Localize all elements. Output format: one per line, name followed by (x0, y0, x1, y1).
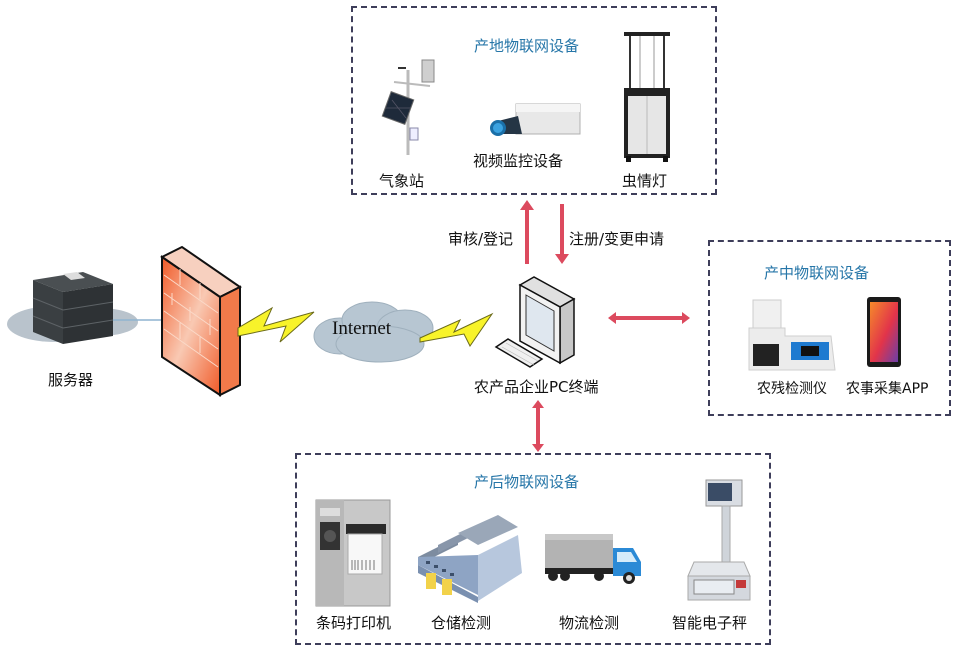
midstream-group-title: 产中物联网设备 (764, 264, 870, 282)
pesticide-detector-icon (748, 299, 836, 371)
weather-station-label: 气象站 (379, 172, 425, 190)
firewall-icon (160, 245, 242, 397)
insect-lamp-label: 虫情灯 (622, 172, 668, 190)
smartphone-app-label: 农事采集APP (846, 381, 929, 397)
warehouse-icon (418, 515, 522, 603)
smartphone-icon (867, 297, 901, 367)
cloud-icon (313, 301, 434, 363)
audit-register-label: 审核/登记 (448, 230, 514, 248)
camera-label: 视频监控设备 (473, 152, 564, 170)
pc-terminal-label: 农产品企业PC终端 (474, 378, 599, 396)
origin-iot-group (351, 6, 717, 195)
arrow-up (520, 200, 534, 264)
register-change-request-label: 注册/变更申请 (569, 230, 665, 248)
lightning-link-icon (419, 312, 494, 347)
insect-lamp-icon (624, 32, 670, 162)
barcode-printer-label: 条码打印机 (316, 614, 392, 632)
logistics-label: 物流检测 (559, 614, 620, 632)
midstream-iot-group (708, 240, 951, 416)
desktop-pc-icon (494, 276, 576, 368)
camera-icon (490, 103, 581, 136)
warehouse-label: 仓储检测 (431, 614, 492, 632)
double-arrow-horizontal (608, 312, 690, 324)
truck-icon (545, 534, 641, 584)
arrow-down (555, 204, 569, 264)
weather-station-icon (381, 59, 435, 155)
electronic-scale-icon (687, 479, 751, 601)
server-label: 服务器 (48, 371, 94, 389)
server-rack-icon (7, 272, 165, 344)
electronic-scale-label: 智能电子秤 (672, 614, 748, 632)
postharvest-group-title: 产后物联网设备 (474, 473, 580, 491)
double-arrow-vertical (532, 400, 544, 452)
origin-group-title: 产地物联网设备 (474, 37, 580, 55)
internet-label: Internet (332, 318, 392, 339)
pesticide-detector-label: 农残检测仪 (757, 381, 827, 397)
postharvest-iot-group (295, 453, 771, 645)
barcode-printer-icon (315, 499, 391, 607)
lightning-link-icon (237, 306, 315, 343)
